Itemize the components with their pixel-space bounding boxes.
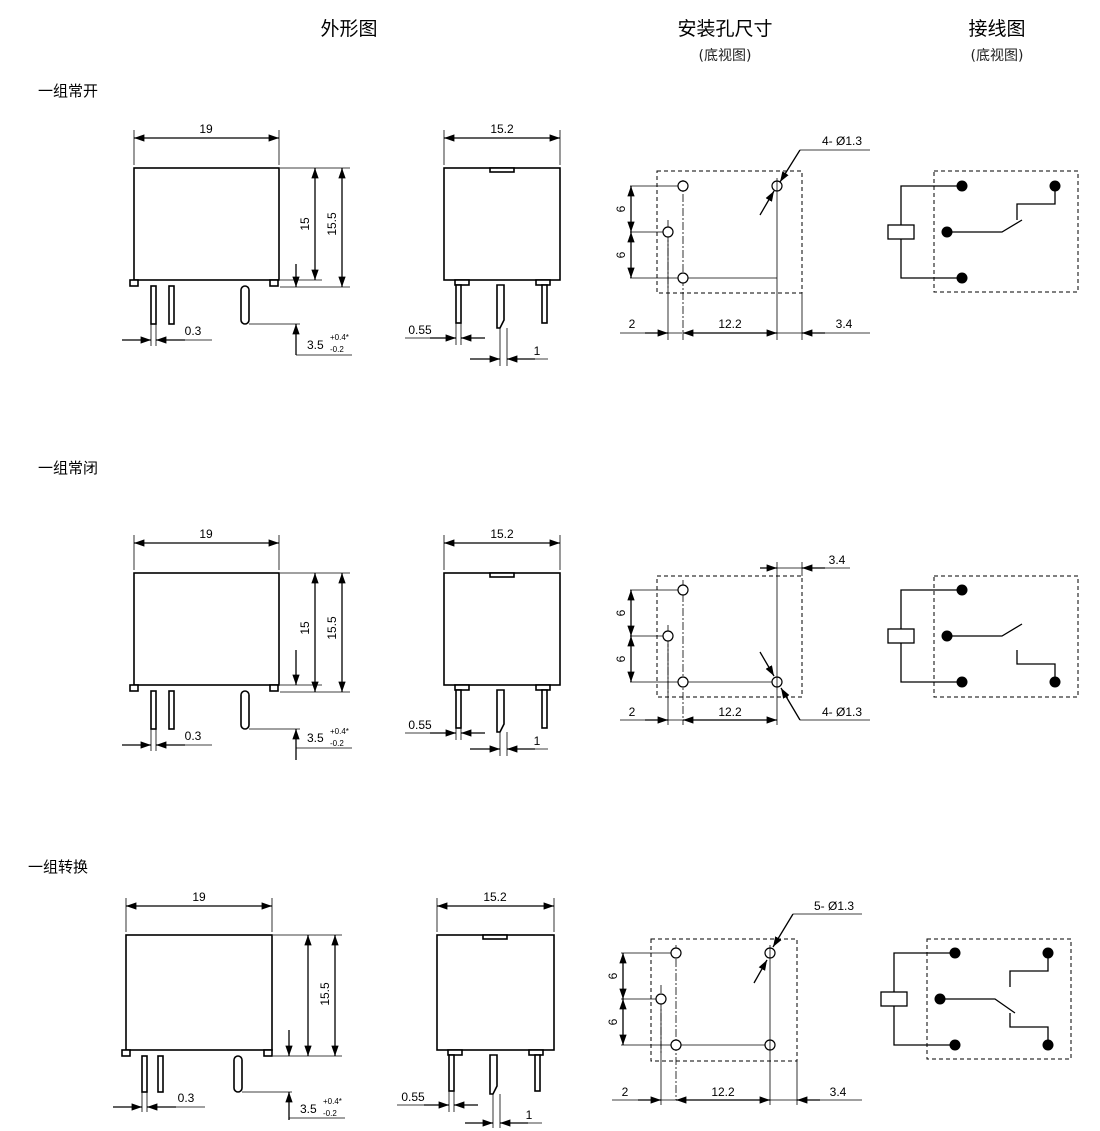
row-normally-open: 一组常开 19 15 15.5 3.5 <box>38 82 1079 366</box>
terminal-dot <box>956 272 968 284</box>
dim-left: 2 <box>629 317 636 331</box>
dim-right: 3.4 <box>836 317 853 331</box>
tol-upper: +0.4* <box>323 1097 342 1106</box>
front-outline-view: 19 15.5 3.5 +0.4* -0.2 0.3 <box>113 890 345 1120</box>
mounting-hole <box>677 676 689 688</box>
dim-v2: 6 <box>606 1018 620 1025</box>
tol-lower: -0.2 <box>330 345 344 354</box>
tol-lower: -0.2 <box>323 1109 337 1118</box>
row-label: 一组常开 <box>38 82 98 100</box>
coil-symbol <box>887 224 915 240</box>
dim-pin-w: 0.3 <box>185 729 202 743</box>
terminal-dot <box>949 1039 961 1051</box>
header-outline: 外形图 <box>320 18 377 40</box>
mounting-holes-view: 6 6 4- Ø1.3 2 12.2 3.4 <box>614 134 870 340</box>
mounting-hole <box>670 947 682 959</box>
dim-pin-offset: 1 <box>526 1108 533 1122</box>
dim-h-outer: 15.5 <box>325 212 339 236</box>
tol-upper: +0.4* <box>330 333 349 342</box>
dim-v2: 6 <box>614 251 628 258</box>
coil-symbol <box>887 628 915 644</box>
dim-left: 2 <box>622 1085 629 1099</box>
dim-pin-offset: 1 <box>534 344 541 358</box>
mounting-holes-view: 6 6 3.4 4- Ø1.3 2 12.2 <box>614 553 870 725</box>
dim-width: 19 <box>199 527 213 541</box>
front-outline-view: 19 15 15.5 3.5 +0.4* -0.2 <box>122 122 352 356</box>
mounting-holes-view: 6 6 5- Ø1.3 2 12.2 3.4 <box>606 899 862 1105</box>
dim-h-inner: 15 <box>298 217 312 231</box>
dim-pin-len: 3.5 <box>300 1102 317 1116</box>
coil-symbol <box>880 991 908 1007</box>
terminal-dot <box>956 180 968 192</box>
mounting-hole <box>677 584 689 596</box>
dim-v1: 6 <box>614 205 628 212</box>
dim-pin-w: 0.3 <box>185 324 202 338</box>
header-wiring-sub: (底视图) <box>971 48 1024 64</box>
dim-h-outer: 15.5 <box>318 982 332 1006</box>
dim-h-inner: 15 <box>298 621 312 635</box>
dim-pin-offset: 1 <box>534 734 541 748</box>
mounting-hole <box>670 1039 682 1051</box>
row-label: 一组常闭 <box>38 459 98 477</box>
dim-pin-thickness: 0.55 <box>408 323 432 337</box>
dim-v2: 6 <box>614 655 628 662</box>
header-mounting-sub: (底视图) <box>699 48 752 64</box>
dim-pin-len: 3.5 <box>307 338 324 352</box>
dim-pin-thickness: 0.55 <box>401 1090 425 1104</box>
wiring-diagram-nc <box>887 575 1079 698</box>
dim-pin-thickness: 0.55 <box>408 718 432 732</box>
mounting-hole <box>655 993 667 1005</box>
terminal-dot <box>949 947 961 959</box>
dim-right: 3.4 <box>829 553 846 567</box>
side-outline-view: 15.2 0.55 1 <box>405 122 561 366</box>
hole-spec: 5- Ø1.3 <box>814 899 854 913</box>
wiring-diagram-no <box>887 170 1079 293</box>
dim-mid: 12.2 <box>711 1085 735 1099</box>
dim-v1: 6 <box>606 972 620 979</box>
dim-pin-w: 0.3 <box>178 1091 195 1105</box>
row-changeover: 一组转换 19 15.5 3.5 +0.4* -0.2 <box>28 858 1072 1128</box>
side-outline-view: 15.2 0.55 1 <box>405 527 561 756</box>
hole-spec: 4- Ø1.3 <box>822 705 862 719</box>
dim-v1: 6 <box>614 609 628 616</box>
wiring-diagram-changeover <box>880 938 1072 1060</box>
header-mounting: 安装孔尺寸 <box>677 18 772 40</box>
terminal-dot <box>956 676 968 688</box>
row-normally-closed: 一组常闭 19 15 15.5 3.5 +0.4* -0.2 <box>38 459 1079 760</box>
header-wiring: 接线图 <box>968 18 1025 40</box>
front-outline-view: 19 15 15.5 3.5 +0.4* -0.2 <box>122 527 352 760</box>
dim-pin-len: 3.5 <box>307 731 324 745</box>
dim-mid: 12.2 <box>718 705 742 719</box>
mounting-hole <box>677 272 689 284</box>
mounting-hole <box>677 180 689 192</box>
dim-width: 19 <box>192 890 206 904</box>
relay-body <box>133 167 280 281</box>
dim-side-width: 15.2 <box>490 527 514 541</box>
row-label: 一组转换 <box>28 858 88 876</box>
dim-h-outer: 15.5 <box>325 616 339 640</box>
dim-width: 19 <box>199 122 213 136</box>
dim-mid: 12.2 <box>718 317 742 331</box>
hole-spec: 4- Ø1.3 <box>822 134 862 148</box>
dim-side-width: 15.2 <box>490 122 514 136</box>
tol-upper: +0.4* <box>330 727 349 736</box>
dim-right: 3.4 <box>830 1085 847 1099</box>
side-outline-view: 15.2 0.55 1 <box>397 890 555 1128</box>
dim-side-width: 15.2 <box>483 890 507 904</box>
tol-lower: -0.2 <box>330 739 344 748</box>
mounting-hole <box>662 226 674 238</box>
terminal-dot <box>956 584 968 596</box>
dim-left: 2 <box>629 705 636 719</box>
mounting-hole <box>662 630 674 642</box>
